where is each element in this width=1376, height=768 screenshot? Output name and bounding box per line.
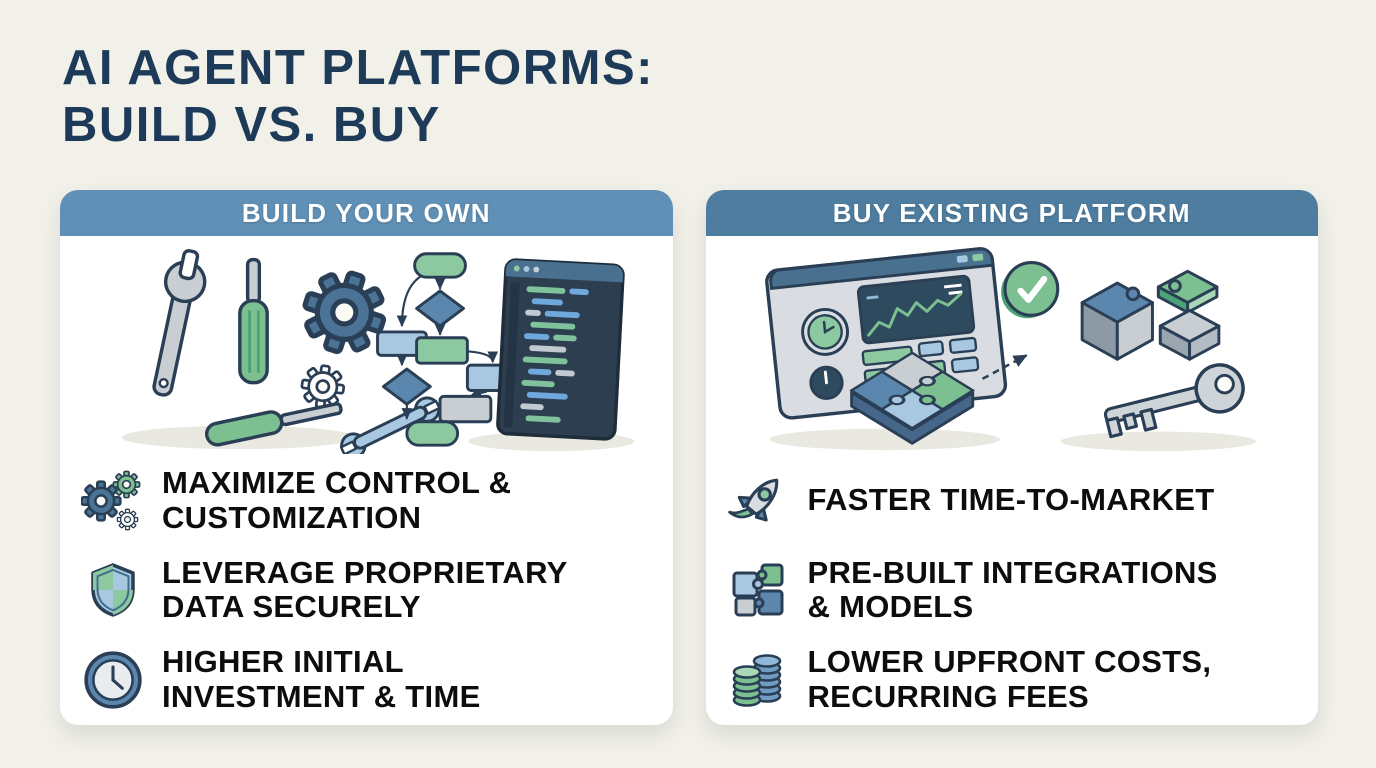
bullet-label: LEVERAGE PROPRIETARY DATA SECURELY: [162, 554, 568, 625]
ground-shadow: [1060, 431, 1256, 452]
arrow-icon: [981, 354, 1028, 380]
build-illustration: [60, 236, 673, 454]
assembled-puzzle-icon: [1080, 269, 1221, 361]
small-wrench-icon: [340, 396, 441, 454]
bullet-maximize-control: MAXIMIZE CONTROL & CUSTOMIZATION: [80, 458, 655, 544]
screwdriver-icon: [238, 257, 270, 385]
bullet-investment-time: HIGHER INITIAL INVESTMENT & TIME: [80, 637, 655, 723]
ground-shadow: [769, 428, 1001, 451]
buy-card: BUY EXISTING PLATFORM: [705, 190, 1319, 725]
bullet-label: MAXIMIZE CONTROL & CUSTOMIZATION: [162, 465, 512, 535]
build-card-header: BUILD YOUR OWN: [60, 190, 673, 236]
buy-bullet-list: FASTER TIME-TO-MARKET: [706, 456, 1319, 725]
bullet-proprietary-data: LEVERAGE PROPRIETARY DATA SECURELY: [80, 547, 655, 633]
buy-illustration: [706, 236, 1319, 454]
page-title-line1: AI AGENT PLATFORMS:: [62, 41, 654, 95]
buy-card-header: BUY EXISTING PLATFORM: [705, 190, 1318, 236]
code-editor-icon: [496, 258, 626, 441]
code-lines: [520, 286, 590, 423]
flowchart-icon: [376, 252, 521, 447]
screwdriver-icon: [205, 402, 344, 447]
gears-icon: [80, 468, 146, 534]
build-card: BUILD YOUR OWN: [60, 190, 673, 725]
flat-puzzle-icon: [849, 351, 975, 445]
puzzle-icon: [726, 557, 792, 623]
coins-icon: [726, 647, 792, 713]
key-icon: [1103, 363, 1245, 439]
comparison-cards: BUILD YOUR OWN: [60, 190, 1318, 725]
bullet-label: HIGHER INITIAL INVESTMENT & TIME: [162, 644, 481, 715]
checkmark-icon: [1001, 260, 1060, 319]
bullet-label: FASTER TIME-TO-MARKET: [807, 482, 1215, 518]
bullet-time-to-market: FASTER TIME-TO-MARKET: [726, 458, 1301, 544]
build-bullet-list: MAXIMIZE CONTROL & CUSTOMIZATION LEVERAG…: [60, 456, 673, 725]
bullet-lower-costs: LOWER UPFRONT COSTS, RECURRING FEES: [726, 637, 1301, 723]
wrench-icon: [152, 249, 207, 397]
tools-flowchart-code-illustration: [122, 249, 635, 454]
bullet-prebuilt-integrations: PRE-BUILT INTEGRATIONS & MODELS: [726, 547, 1301, 633]
rocket-icon: [726, 468, 792, 534]
bullet-label: PRE-BUILT INTEGRATIONS & MODELS: [807, 554, 1218, 625]
page-title-line2: BUILD VS. BUY: [62, 98, 441, 153]
bullet-label: LOWER UPFRONT COSTS, RECURRING FEES: [807, 644, 1212, 715]
page-title: AI AGENT PLATFORMS: BUILD VS. BUY: [62, 40, 654, 155]
clock-icon: [80, 647, 146, 713]
shield-icon: [80, 557, 146, 623]
dashboard-puzzle-key-illustration: [765, 247, 1256, 452]
